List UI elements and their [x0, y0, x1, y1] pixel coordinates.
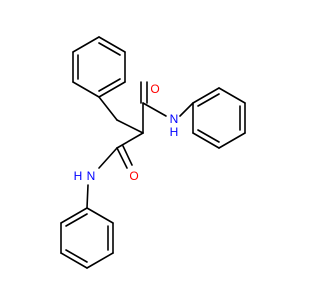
oxygen-label-upper: O — [150, 82, 159, 96]
lower-amide — [86, 145, 133, 209]
n-phenyl-ring-bottom — [60, 207, 114, 269]
n-phenyl-ring-right — [192, 87, 246, 149]
nitrogen-hydrogen-upper: H — [170, 125, 179, 139]
upper-amide — [140, 81, 194, 117]
chemical-structure: O O N H N H — [60, 36, 246, 269]
oxygen-label-lower: O — [129, 169, 138, 183]
nitrogen-label-upper: N — [170, 112, 179, 126]
nitrogen-label-lower: N — [87, 169, 96, 183]
backbone-bonds — [98, 96, 144, 149]
benzyl-phenyl-ring — [72, 36, 126, 98]
nitrogen-hydrogen-lower: H — [74, 169, 83, 183]
